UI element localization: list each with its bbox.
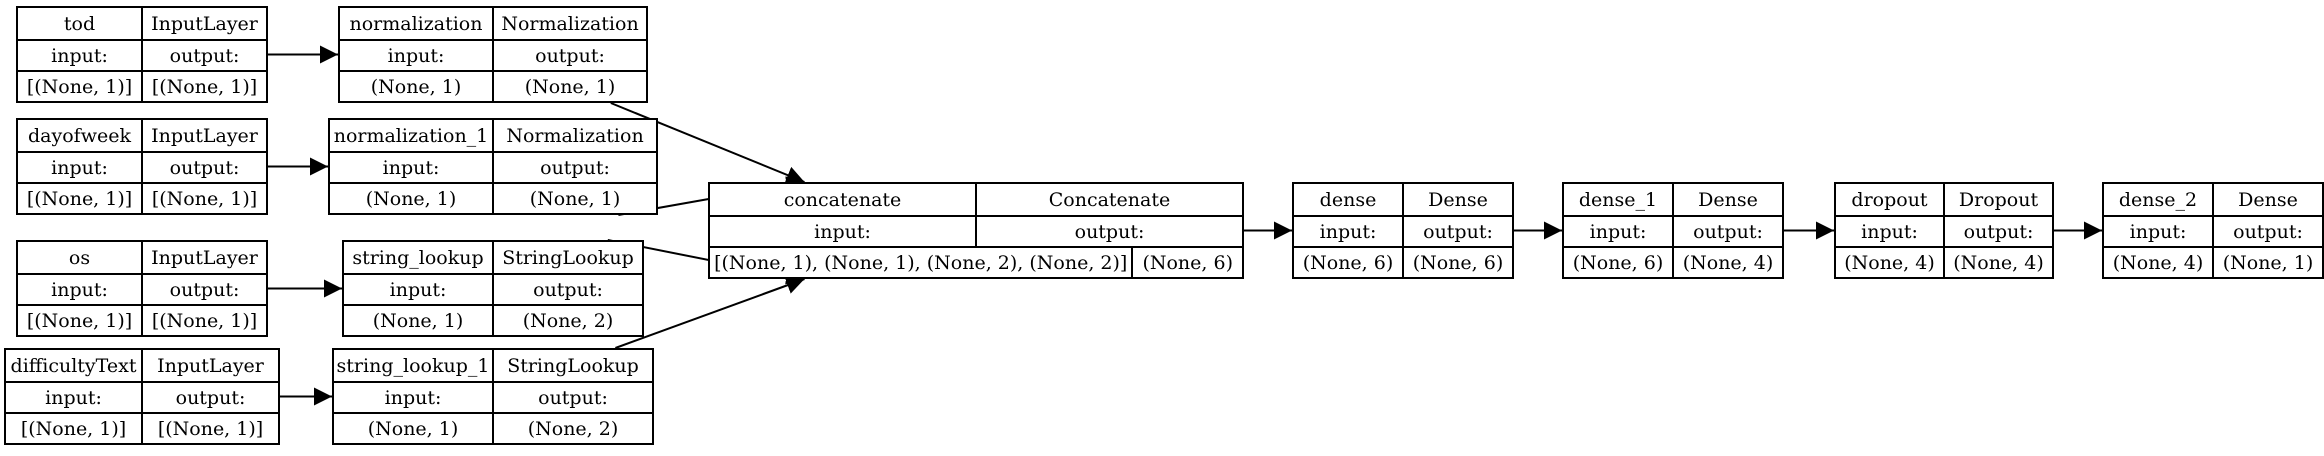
- layer-type: InputLayer: [141, 242, 266, 273]
- input-label: input:: [1589, 220, 1647, 243]
- output-label: output:: [1402, 217, 1512, 246]
- input-shape: (None, 1): [365, 187, 457, 210]
- layer-name: string_lookup: [352, 246, 484, 269]
- output-shape: [(None, 1)]: [141, 306, 266, 335]
- output-label: output:: [1672, 217, 1782, 246]
- layer-type: Dense: [1402, 184, 1512, 215]
- layer-name: normalization_1: [333, 124, 489, 147]
- input-label: input:: [45, 386, 102, 409]
- input-label: input:: [389, 278, 447, 301]
- output-shape: (None, 4): [1672, 248, 1782, 277]
- input-label: input:: [387, 44, 445, 67]
- output-label: output:: [2212, 217, 2322, 246]
- input-shape: (None, 1): [370, 75, 462, 98]
- layer-type: Dense: [2212, 184, 2322, 215]
- input-shape: (None, 4): [1844, 251, 1935, 274]
- output-shape: [(None, 1)]: [141, 414, 278, 443]
- input-shape: (None, 6): [1302, 251, 1394, 274]
- output-shape: (None, 2): [492, 414, 652, 443]
- output-label: output:: [492, 153, 656, 182]
- layer-type: InputLayer: [141, 8, 266, 39]
- input-shape: [(None, 1)]: [26, 309, 133, 332]
- layer-name: dayofweek: [28, 124, 131, 147]
- output-shape: (None, 1): [2212, 248, 2322, 277]
- output-shape: (None, 4): [1943, 248, 2052, 277]
- layer-name: string_lookup_1: [336, 354, 490, 377]
- layer-type: Normalization: [492, 120, 656, 151]
- layer-type: StringLookup: [492, 350, 652, 381]
- input-shape: (None, 4): [2112, 251, 2204, 274]
- input-label: input:: [2129, 220, 2187, 243]
- output-shape: (None, 1): [492, 184, 656, 213]
- output-shape: (None, 1): [492, 72, 646, 101]
- layer-node-normalization: normalization Normalization input: output:…: [338, 6, 648, 103]
- layer-name: os: [68, 246, 91, 269]
- output-label: output:: [141, 275, 266, 304]
- output-shape: (None, 6): [1131, 248, 1242, 277]
- input-shape: (None, 1): [372, 309, 464, 332]
- layer-name: difficultyText: [10, 354, 137, 377]
- input-label: input:: [51, 44, 108, 67]
- input-label: input:: [814, 220, 871, 243]
- layer-node-dropout: dropout Dropout input: output: (None, 4) (N…: [1834, 182, 2054, 279]
- layer-name: dense: [1319, 188, 1377, 211]
- layer-name: dense_2: [2118, 188, 2198, 211]
- edge-normalization-to-concatenate: [610, 102, 805, 184]
- layer-name: concatenate: [783, 188, 902, 211]
- layer-node-dayofweek: dayofweek InputLayer input: output: [(None…: [16, 118, 268, 215]
- layer-node-dense: dense Dense input: output: (None, 6) (None,…: [1292, 182, 1514, 279]
- layer-node-tod: tod InputLayer input: output: [(None, 1)] […: [16, 6, 268, 103]
- output-label: output:: [141, 383, 278, 412]
- layer-node-dense-2: dense_2 Dense input: output: (None, 4) (Non…: [2102, 182, 2324, 279]
- input-label: input:: [51, 278, 108, 301]
- output-shape: (None, 2): [492, 306, 642, 335]
- layer-type: InputLayer: [141, 350, 278, 381]
- input-shape: [(None, 1)]: [26, 75, 133, 98]
- layer-type: Dropout: [1943, 184, 2052, 215]
- layer-name: normalization: [349, 12, 483, 35]
- layer-node-concatenate: concatenate Concatenate input: output: [(N…: [708, 182, 1244, 279]
- output-label: output:: [141, 153, 266, 182]
- layer-type: Concatenate: [975, 184, 1242, 215]
- output-shape: [(None, 1)]: [141, 184, 266, 213]
- layer-type: Normalization: [492, 8, 646, 39]
- output-shape: [(None, 1)]: [141, 72, 266, 101]
- output-label: output:: [492, 383, 652, 412]
- output-label: output:: [492, 275, 642, 304]
- input-label: input:: [51, 156, 108, 179]
- input-shape: [(None, 1)]: [26, 187, 133, 210]
- layer-type: StringLookup: [492, 242, 642, 273]
- edge-string_lookup_1-to-concatenate: [615, 276, 805, 349]
- layer-type: InputLayer: [141, 120, 266, 151]
- output-label: output:: [975, 217, 1242, 246]
- input-label: input:: [1319, 220, 1377, 243]
- input-shape: [(None, 1)]: [20, 417, 127, 440]
- layer-type: Dense: [1672, 184, 1782, 215]
- output-shape: (None, 6): [1402, 248, 1512, 277]
- layer-node-os: os InputLayer input: output: [(None, 1)] [(…: [16, 240, 268, 337]
- output-label: output:: [141, 41, 266, 70]
- input-shape: (None, 6): [1572, 251, 1664, 274]
- output-label: output:: [492, 41, 646, 70]
- input-shape: [(None, 1), (None, 1), (None, 2), (None,…: [714, 251, 1128, 274]
- input-label: input:: [384, 386, 442, 409]
- layer-node-dense-1: dense_1 Dense input: output: (None, 6) (Non…: [1562, 182, 1784, 279]
- output-label: output:: [1943, 217, 2052, 246]
- input-label: input:: [1861, 220, 1918, 243]
- input-shape: (None, 1): [367, 417, 459, 440]
- layer-name: dropout: [1851, 188, 1928, 211]
- input-label: input:: [382, 156, 440, 179]
- layer-name: dense_1: [1578, 188, 1658, 211]
- layer-name: tod: [63, 12, 96, 35]
